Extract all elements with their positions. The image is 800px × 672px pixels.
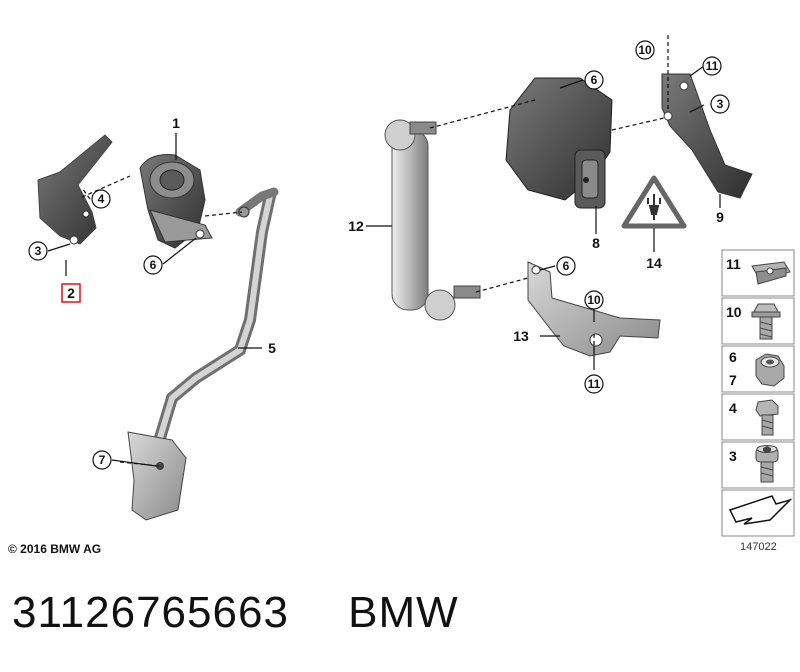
fastener-legend: 11 10 6 7 4 3	[721, 249, 795, 537]
svg-text:3: 3	[35, 244, 42, 258]
brand-name: BMW	[348, 588, 459, 637]
svg-text:4: 4	[98, 192, 105, 206]
legend-num-6: 6	[729, 349, 737, 365]
bracket-part-2	[37, 134, 113, 245]
flange-bolt-icon	[751, 303, 781, 340]
svg-text:3: 3	[717, 97, 724, 111]
svg-text:6: 6	[563, 259, 570, 273]
svg-text:10: 10	[587, 293, 601, 307]
hex-nut-icon	[755, 353, 785, 387]
svg-text:11: 11	[706, 59, 719, 73]
callout-circle-6-left: 6	[143, 255, 163, 275]
callout-5: 5	[268, 340, 276, 356]
legend-num-7: 7	[729, 372, 737, 388]
legend-num-10: 10	[726, 304, 742, 320]
svg-text:6: 6	[150, 258, 157, 272]
callout-circle-7: 7	[92, 450, 112, 470]
leader-lines	[47, 35, 721, 467]
hex-bolt-icon	[755, 399, 779, 436]
callout-8: 8	[592, 235, 600, 251]
svg-text:11: 11	[588, 377, 601, 391]
warning-triangle-part-14	[621, 175, 687, 229]
svg-text:7: 7	[99, 453, 106, 467]
callout-1: 1	[172, 115, 180, 131]
callout-circle-10-mid: 10	[584, 290, 604, 310]
callout-circle-3-left: 3	[28, 241, 48, 261]
parts-diagram: 1 5 12 8 9 14 13 2 4 3 6 7 6 6 10 11 3 1…	[28, 35, 795, 537]
callout-9: 9	[716, 209, 724, 225]
linkage-rod-part-5	[127, 187, 279, 521]
next-arrow-icon	[728, 495, 793, 525]
svg-text:10: 10	[638, 43, 652, 57]
callout-circle-6-top: 6	[584, 70, 604, 90]
socket-screw-icon	[755, 445, 779, 483]
bracket-part-13	[527, 261, 661, 357]
legend-num-3: 3	[729, 448, 737, 464]
callout-2[interactable]: 2	[67, 285, 75, 301]
drawing-number: 147022	[740, 541, 777, 553]
bracket-part-9	[661, 73, 753, 199]
clip-nut-icon	[751, 261, 791, 285]
height-sensor-part-8	[505, 77, 613, 209]
callout-14: 14	[646, 255, 662, 271]
callout-circle-11-top: 11	[702, 56, 722, 76]
highlight-box-2	[61, 283, 81, 303]
callout-circle-6-mid: 6	[556, 256, 576, 276]
callout-circle-10-top: 10	[635, 40, 655, 60]
height-sensor-part-1	[139, 154, 213, 249]
callout-13: 13	[513, 328, 529, 344]
copyright-text: © 2016 BMW AG	[8, 542, 102, 556]
part-number: 31126765663	[12, 588, 289, 637]
coupling-rod-part-12	[384, 119, 481, 321]
callout-circle-4: 4	[91, 189, 111, 209]
callout-circle-11-bottom: 11	[584, 374, 604, 394]
part-title: 31126765663 BMW	[0, 588, 800, 638]
callout-circle-3-right: 3	[710, 94, 730, 114]
callout-12: 12	[348, 218, 364, 234]
legend-num-4: 4	[729, 400, 737, 416]
svg-text:6: 6	[591, 73, 598, 87]
legend-num-11: 11	[726, 256, 741, 272]
